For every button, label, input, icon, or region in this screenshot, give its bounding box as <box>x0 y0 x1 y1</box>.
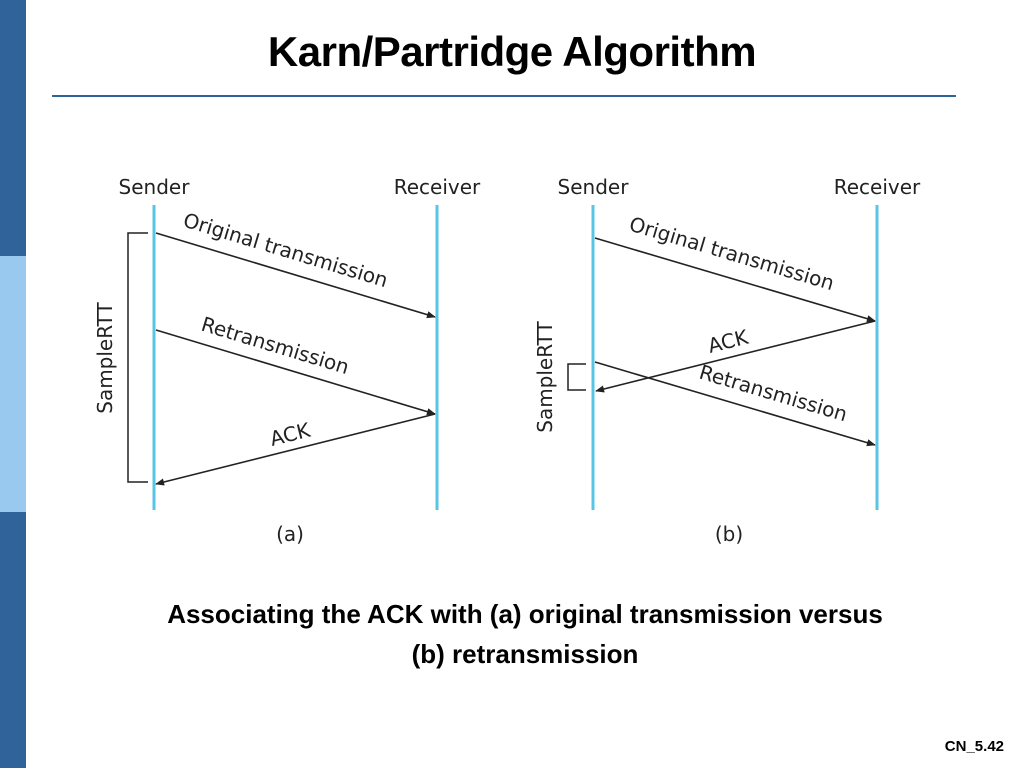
b-samplertt-bracket <box>567 363 586 391</box>
sidebar-accent <box>0 0 26 768</box>
title-divider <box>52 95 956 97</box>
b-original-arrow <box>594 237 876 323</box>
a-caption-label: (a) <box>276 522 304 546</box>
figure-caption: Associating the ACK with (a) original tr… <box>90 594 960 674</box>
sidebar-light-middle <box>0 256 26 512</box>
sidebar-dark-bottom <box>0 512 26 768</box>
a-retransmission-arrow <box>155 329 436 416</box>
b-original-label: Original transmission <box>627 212 837 295</box>
a-original-arrow <box>155 232 436 319</box>
a-sender-label: Sender <box>119 175 191 199</box>
caption-line-2: (b) retransmission <box>411 639 639 669</box>
b-samplertt-label: SampleRTT <box>533 320 557 432</box>
b-ack-label: ACK <box>705 325 751 358</box>
a-samplertt-bracket <box>127 232 148 483</box>
sidebar-dark-top <box>0 0 26 256</box>
slide-number: CN_5.42 <box>944 738 1004 755</box>
b-caption-label: (b) <box>715 522 743 546</box>
b-retransmission-arrow <box>594 361 876 447</box>
a-ack-arrow <box>155 413 436 486</box>
diagram-b: Sender Receiver Original transmission AC… <box>533 175 921 546</box>
b-ack-arrow <box>595 320 876 393</box>
diagram-a: Sender Receiver Original transmission Re… <box>93 175 481 546</box>
b-retransmission-label: Retransmission <box>697 360 851 426</box>
a-samplertt-label: SampleRTT <box>93 301 117 413</box>
a-retransmission-label: Retransmission <box>199 312 352 379</box>
b-receiver-label: Receiver <box>834 175 921 199</box>
a-receiver-label: Receiver <box>394 175 481 199</box>
b-sender-label: Sender <box>558 175 630 199</box>
slide-title: Karn/Partridge Algorithm <box>267 28 757 75</box>
caption-line-1: Associating the ACK with (a) original tr… <box>167 599 883 629</box>
